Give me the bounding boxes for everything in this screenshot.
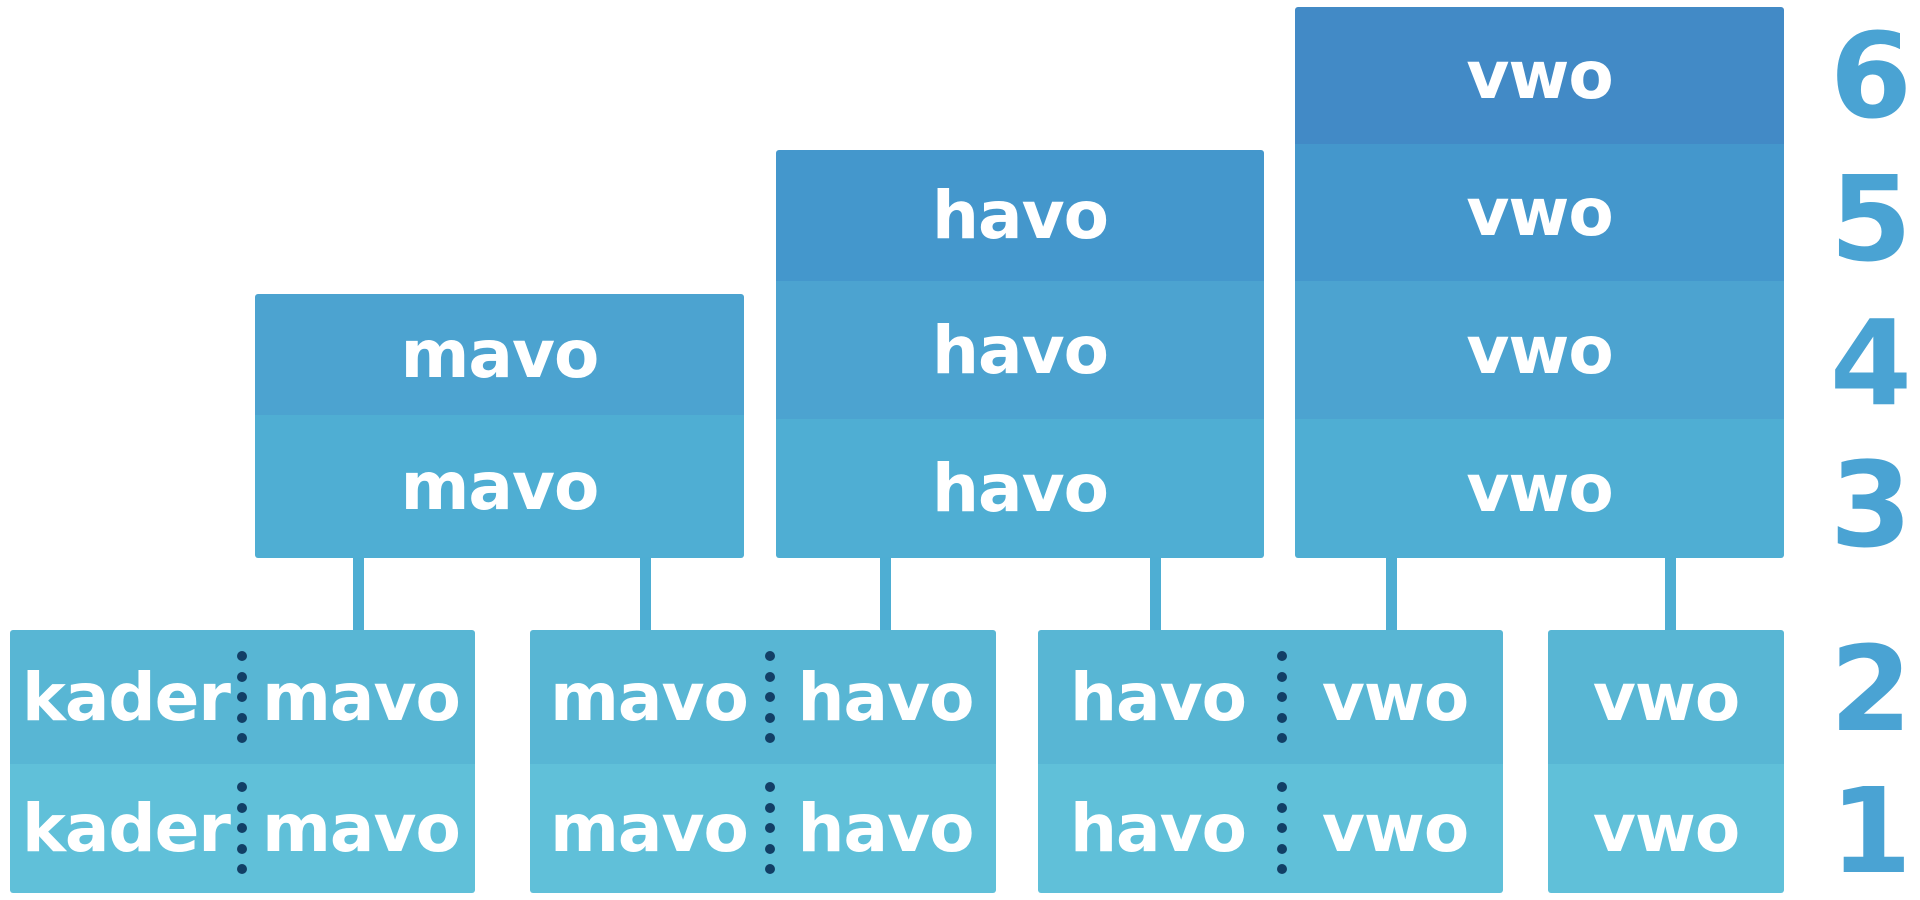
year-label-4: 4: [1829, 294, 1912, 432]
havo-year-4-label: havo: [932, 311, 1109, 389]
havo-year-2-label: havo: [1070, 658, 1247, 736]
vwo-year-1-label: vwo: [1321, 790, 1469, 867]
mavo-year-2-label: mavo: [550, 658, 749, 736]
connector: [640, 557, 651, 630]
vwo-lower-block: vwo vwo: [1548, 630, 1784, 893]
havo-vwo-block: havo vwo havo vwo: [1038, 630, 1503, 893]
vwo-year-2-label: vwo: [1592, 658, 1740, 736]
havo-block: havo havo havo: [776, 150, 1264, 558]
dotted-separator: [1277, 651, 1287, 743]
dotted-separator: [765, 782, 775, 874]
mavo-year-4-label: mavo: [400, 316, 600, 393]
havo-year-1-label: havo: [797, 790, 975, 867]
havo-vwo-year-1: havo vwo: [1038, 764, 1503, 893]
mavo-year-4: mavo: [255, 294, 744, 415]
vwo-block: vwo vwo vwo vwo: [1295, 7, 1784, 558]
havo-year-3-label: havo: [932, 450, 1109, 527]
havo-vwo-year-2: havo vwo: [1038, 630, 1503, 764]
mavo-year-1-label: mavo: [550, 790, 749, 867]
mavo-year-3-label: mavo: [400, 448, 600, 525]
kader-year-2-label: kader: [22, 658, 231, 736]
havo-year-5: havo: [776, 150, 1264, 281]
connector: [353, 557, 364, 630]
mavo-year-2-label: mavo: [262, 658, 461, 736]
dotted-separator: [1277, 782, 1287, 874]
vwo-year-1-label: vwo: [1592, 790, 1740, 867]
connector: [1665, 557, 1676, 630]
mavo-havo-block: mavo havo mavo havo: [530, 630, 996, 893]
vwo-year-5: vwo: [1295, 144, 1784, 281]
mavo-havo-year-1: mavo havo: [530, 764, 996, 893]
mavo-year-1-label: mavo: [262, 790, 461, 867]
kader-mavo-year-2: kader mavo: [10, 630, 475, 764]
year-label-5: 5: [1829, 150, 1912, 288]
vwo-year-3-label: vwo: [1466, 450, 1613, 527]
connector: [1150, 557, 1161, 630]
havo-year-3: havo: [776, 419, 1264, 558]
vwo-lower-year-1: vwo: [1548, 764, 1784, 893]
connector: [1386, 557, 1397, 630]
connector: [880, 557, 891, 630]
year-label-1: 1: [1829, 762, 1912, 900]
vwo-year-4: vwo: [1295, 281, 1784, 419]
kader-mavo-block: kader mavo kader mavo: [10, 630, 475, 893]
kader-year-1-label: kader: [22, 790, 231, 867]
vwo-year-3: vwo: [1295, 419, 1784, 558]
havo-year-5-label: havo: [932, 177, 1109, 254]
havo-year-1-label: havo: [1070, 790, 1247, 867]
vwo-year-2-label: vwo: [1321, 658, 1469, 736]
dotted-separator: [765, 651, 775, 743]
havo-year-2-label: havo: [797, 658, 975, 736]
vwo-year-6-label: vwo: [1466, 37, 1613, 114]
vwo-year-6: vwo: [1295, 7, 1784, 144]
dotted-separator: [237, 782, 247, 874]
mavo-havo-year-2: mavo havo: [530, 630, 996, 764]
kader-mavo-year-1: kader mavo: [10, 764, 475, 893]
year-label-6: 6: [1829, 7, 1912, 145]
year-label-2: 2: [1829, 620, 1912, 758]
mavo-block: mavo mavo: [255, 294, 744, 558]
vwo-lower-year-2: vwo: [1548, 630, 1784, 764]
mavo-year-3: mavo: [255, 415, 744, 558]
dotted-separator: [237, 651, 247, 743]
year-label-3: 3: [1829, 436, 1912, 574]
havo-year-4: havo: [776, 281, 1264, 419]
vwo-year-4-label: vwo: [1466, 311, 1613, 389]
vwo-year-5-label: vwo: [1466, 174, 1613, 251]
